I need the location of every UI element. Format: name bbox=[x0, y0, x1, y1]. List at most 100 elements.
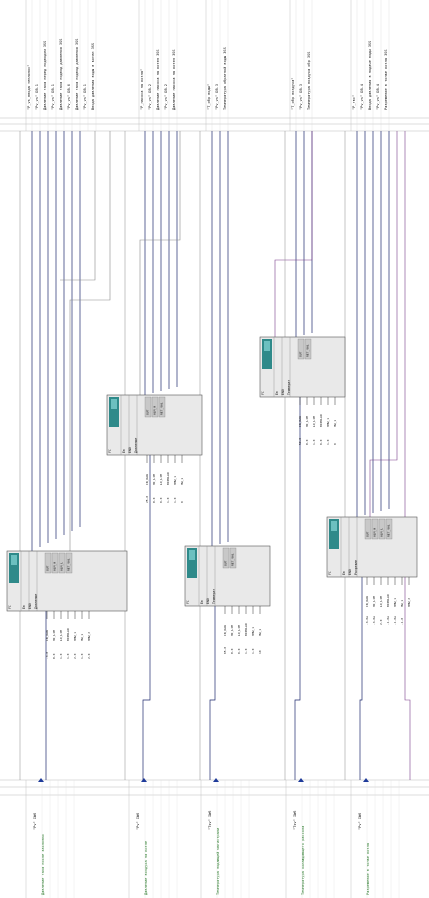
block-header-highlight bbox=[331, 521, 337, 531]
block-header-icon bbox=[329, 519, 339, 549]
pin-input-value: 0.0 bbox=[237, 648, 241, 654]
pin-input-value: 1.0 bbox=[80, 653, 84, 659]
connection-marker bbox=[213, 778, 219, 782]
output-label: RET_VAL bbox=[67, 558, 71, 571]
block-row-label: En bbox=[22, 605, 26, 609]
block-header-icon bbox=[262, 339, 272, 369]
connection-marker bbox=[141, 778, 147, 782]
pin-input-value: 0.0 bbox=[159, 497, 163, 503]
block-type: FC bbox=[8, 605, 12, 609]
pin-label: BIPOLAR bbox=[66, 628, 70, 641]
block-row-label: En bbox=[342, 571, 346, 575]
block-row-label: ENO bbox=[348, 569, 352, 575]
output-label: ALM_L bbox=[380, 528, 384, 537]
bottom-signal-tag: "Pv" IW6 bbox=[33, 813, 37, 830]
bottom-signal-tag: "Tsv" IW6 bbox=[293, 811, 297, 830]
bottom-signal-caption: Давление воздуха на котле bbox=[144, 841, 148, 895]
output-port bbox=[58, 552, 66, 574]
pin-label: HI_LIM bbox=[230, 625, 234, 636]
signal-wire bbox=[139, 131, 181, 395]
top-signal-label: "Pv_vs" DB.2 bbox=[148, 84, 152, 110]
block-row-label: ENO bbox=[28, 603, 32, 609]
output-label: OUT bbox=[146, 409, 150, 415]
pin-label: HW_1 bbox=[80, 634, 84, 641]
connection-marker bbox=[38, 778, 44, 782]
pin-input-value: 1.0 bbox=[244, 648, 248, 654]
pin-label: BIPOLAR bbox=[386, 594, 390, 607]
top-signal-label: "T_обр воды" bbox=[206, 84, 211, 110]
pin-label: HHW_2 bbox=[407, 598, 411, 607]
pin-label: HHW_1 bbox=[326, 418, 330, 427]
connection-marker bbox=[363, 778, 369, 782]
pin-input-value: 25.0 bbox=[145, 496, 149, 503]
output-port bbox=[297, 338, 305, 360]
output-port bbox=[229, 547, 237, 569]
pin-input-value: 10 bbox=[258, 650, 262, 654]
block-header-highlight bbox=[111, 399, 117, 409]
top-signal-label: Температура воздуха обр 3SS bbox=[306, 52, 311, 110]
pin-label: IN_RAW bbox=[223, 625, 227, 636]
bottom-signal-tag: "Pv" IW6 bbox=[136, 813, 140, 830]
top-group-1: "P_vs_ввода теплоноc" "Pv_vs" DB.1 Давлени… bbox=[25, 0, 97, 131]
pin-label: LO_LIM bbox=[159, 474, 163, 485]
output-label: ALM_L bbox=[60, 562, 64, 571]
pin-input-value: 2.0 bbox=[73, 653, 77, 659]
pin-input-value: 50.0 bbox=[298, 438, 302, 445]
output-port bbox=[65, 552, 73, 574]
block-row-label: En bbox=[275, 391, 279, 395]
block-row-label: ENO bbox=[281, 389, 285, 395]
top-signal-label: "P_vs_ввода теплоноc" bbox=[27, 65, 31, 110]
signal-wire bbox=[69, 131, 111, 551]
top-signal-label: Ввода давления воды в котел 3SS bbox=[91, 43, 95, 110]
top-signal-label: "Pv_vs" DB.3 bbox=[299, 84, 303, 110]
pin-input-value: 8.0 bbox=[152, 497, 156, 503]
output-port bbox=[364, 518, 372, 540]
pin-input-value: 2.0 bbox=[379, 619, 383, 625]
top-signal-label: "Pv_vs" DB.3 bbox=[215, 84, 219, 110]
top-signal-label: Разрежение в топке котла 3SS bbox=[384, 49, 388, 110]
output-port bbox=[371, 518, 379, 540]
top-signal-label: "Pv_vs" DB.1 bbox=[83, 84, 87, 110]
output-port bbox=[44, 552, 52, 574]
pin-label: BIPOLAR bbox=[319, 414, 323, 427]
top-signal-label: "P_насоса на котла" bbox=[140, 69, 144, 110]
top-signal-label: "P_гвс" bbox=[352, 95, 356, 110]
block-type: FC bbox=[261, 391, 265, 395]
block-row-label: Температ bbox=[287, 380, 291, 395]
block-row-label: Давление bbox=[134, 438, 138, 453]
block-header-icon bbox=[187, 548, 197, 578]
signal-wire bbox=[60, 131, 96, 281]
pin-label: IN_RAW bbox=[145, 474, 149, 485]
block-row-label: Разрежен bbox=[354, 560, 358, 575]
output-label: OUT bbox=[224, 560, 228, 566]
pin-label: IN_RAW bbox=[365, 596, 369, 607]
output-label: ALM_H bbox=[373, 528, 377, 537]
bottom-signal-caption: Давление газа после заслонки bbox=[41, 834, 45, 895]
pin-label: HHW_2 bbox=[87, 632, 91, 641]
output-wire bbox=[294, 397, 301, 780]
output-wire bbox=[209, 606, 216, 780]
pin-input-value: 1.0 bbox=[59, 653, 63, 659]
block-row-label: ENO bbox=[128, 447, 132, 453]
top-signal-label: Давление газа подвод давления 3SS bbox=[75, 39, 79, 110]
signal-wire bbox=[404, 131, 411, 780]
top-signal-label: Давление насоса на котел 3SS bbox=[172, 49, 176, 110]
pin-input-value: 1.0 bbox=[312, 439, 316, 445]
top-signal-label: "Pv_vs" DB.4 bbox=[360, 84, 364, 110]
top-signal-label: "Pv_vs" DB.1 bbox=[51, 84, 55, 110]
pin-input-value: 0.0 bbox=[319, 439, 323, 445]
output-port bbox=[304, 338, 312, 360]
output-port bbox=[144, 396, 152, 418]
